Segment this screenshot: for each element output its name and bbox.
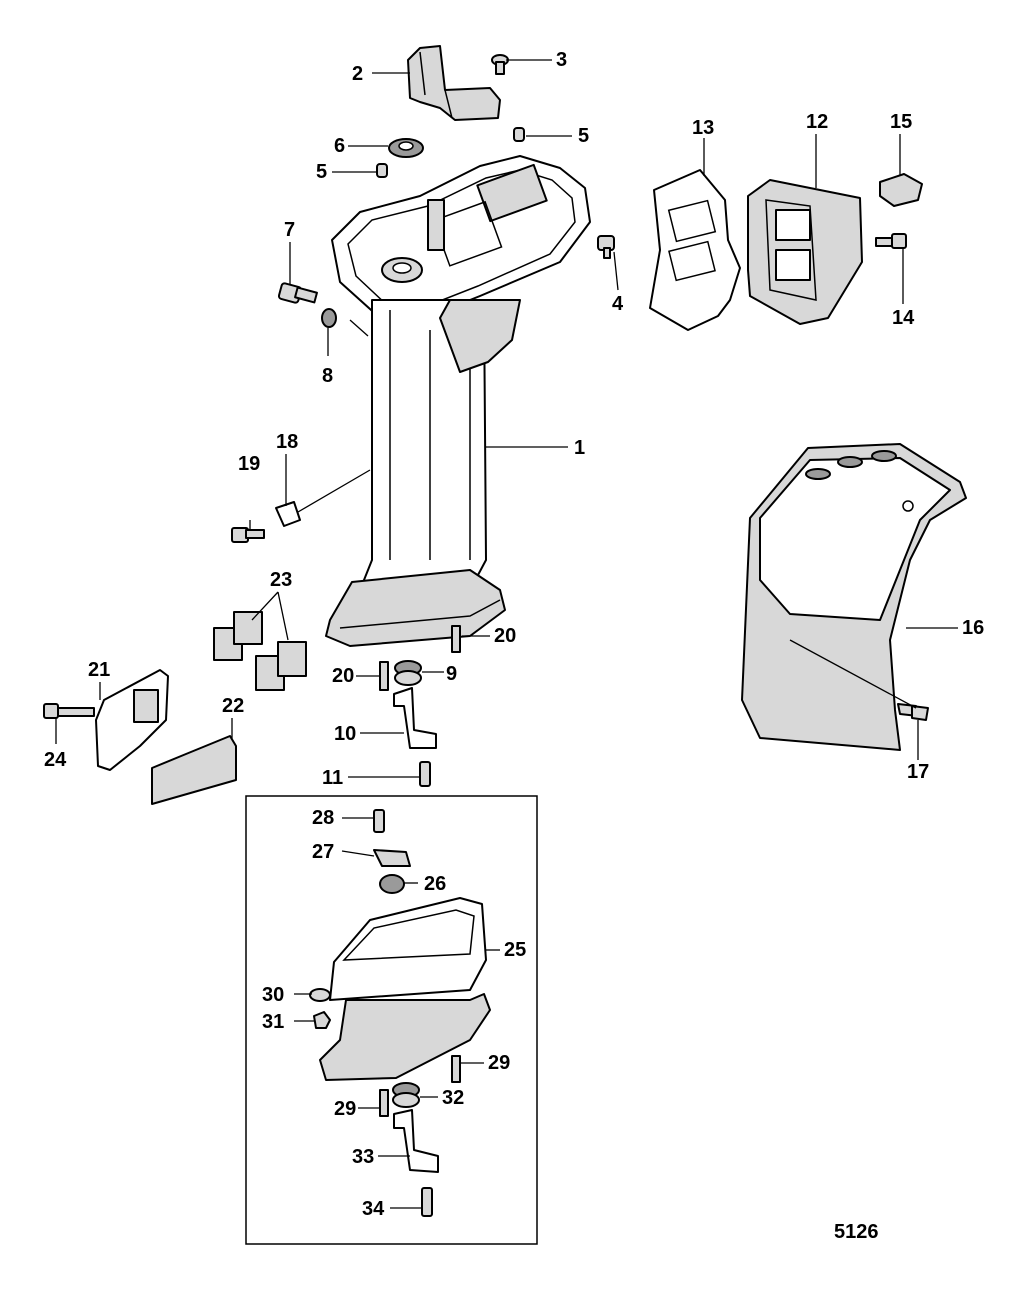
part-7-bolt	[277, 282, 318, 304]
callout-6: 6	[334, 135, 345, 157]
callout-19: 19	[238, 453, 260, 475]
part-6-grommet	[388, 138, 424, 158]
callout-5b: 5	[316, 161, 327, 183]
callout-16: 16	[962, 617, 984, 639]
part-21-clamp	[95, 669, 169, 771]
part-33-bracket	[393, 1109, 439, 1173]
part-5-dowel-pin-b	[376, 163, 388, 178]
callout-34: 34	[362, 1198, 385, 1220]
callout-12: 12	[806, 111, 828, 133]
callout-18: 18	[276, 431, 298, 453]
callout-33: 33	[352, 1146, 374, 1168]
callout-29a: 29	[488, 1052, 510, 1074]
callout-labels: 2 3 6 5 5 7 8 1 4 13 12 15 14 18 19 16 1…	[44, 49, 984, 1220]
part-16-cover	[741, 443, 967, 751]
callout-8: 8	[322, 365, 333, 387]
part-2-bracket	[407, 45, 501, 121]
part-9-grommet	[394, 660, 422, 686]
part-10-bracket	[393, 687, 437, 749]
callout-10: 10	[334, 723, 356, 745]
part-27-plate	[373, 849, 411, 867]
callout-7: 7	[284, 219, 295, 241]
callout-24: 24	[44, 749, 67, 771]
callout-4: 4	[612, 293, 624, 315]
part-28-screw	[373, 809, 385, 833]
inset-box	[245, 795, 538, 1245]
callout-21: 21	[88, 659, 110, 681]
part-25-housing-alt	[319, 897, 491, 1081]
callout-17: 17	[907, 761, 929, 783]
figure-number: 5126	[834, 1221, 879, 1243]
callout-23: 23	[270, 569, 292, 591]
part-1-driveshaft-housing	[325, 155, 591, 647]
callout-26: 26	[424, 873, 446, 895]
callout-31: 31	[262, 1011, 284, 1033]
callout-13: 13	[692, 117, 714, 139]
part-30-washer	[309, 988, 331, 1002]
part-15-nut	[879, 173, 923, 207]
part-18-clip	[275, 501, 301, 527]
callout-30: 30	[262, 984, 284, 1006]
callout-2: 2	[352, 63, 363, 85]
callout-32: 32	[442, 1087, 464, 1109]
part-29-stud-b	[379, 1089, 389, 1117]
callout-3: 3	[556, 49, 567, 71]
part-8-washer	[321, 308, 337, 328]
callout-15: 15	[890, 111, 912, 133]
part-13-gasket	[649, 169, 741, 331]
callout-28: 28	[312, 807, 334, 829]
part-11-screw	[419, 761, 431, 787]
callout-20b: 20	[332, 665, 354, 687]
part-31-nut	[313, 1011, 331, 1029]
leader-lines	[55, 59, 958, 1209]
callout-29b: 29	[334, 1098, 356, 1120]
callout-1: 1	[574, 437, 585, 459]
part-32-grommet	[392, 1082, 420, 1108]
part-29-stud-a	[451, 1055, 461, 1083]
part-5-dowel-pin-a	[513, 127, 525, 142]
callout-11: 11	[322, 767, 343, 789]
callout-14: 14	[892, 307, 915, 329]
callout-20a: 20	[494, 625, 516, 647]
part-34-screw	[421, 1187, 433, 1217]
part-26-bushing	[379, 874, 405, 894]
callout-22: 22	[222, 695, 244, 717]
part-19-bolt	[231, 527, 265, 543]
part-12-exhaust-adapter	[747, 179, 863, 325]
part-3-screw	[491, 54, 509, 75]
callout-9: 9	[446, 663, 457, 685]
part-14-bolt	[875, 233, 907, 249]
part-20-stud-b	[379, 661, 389, 691]
part-4-bolt	[597, 235, 615, 259]
callout-27: 27	[312, 841, 334, 863]
part-22-clamp-cover	[151, 735, 237, 805]
part-17-screw	[897, 703, 929, 721]
part-24-bolt	[43, 703, 95, 719]
callout-5a: 5	[578, 125, 589, 147]
callout-25: 25	[504, 939, 526, 961]
part-20-stud-a	[451, 625, 461, 653]
part-23-rubber-blocks	[213, 611, 307, 691]
